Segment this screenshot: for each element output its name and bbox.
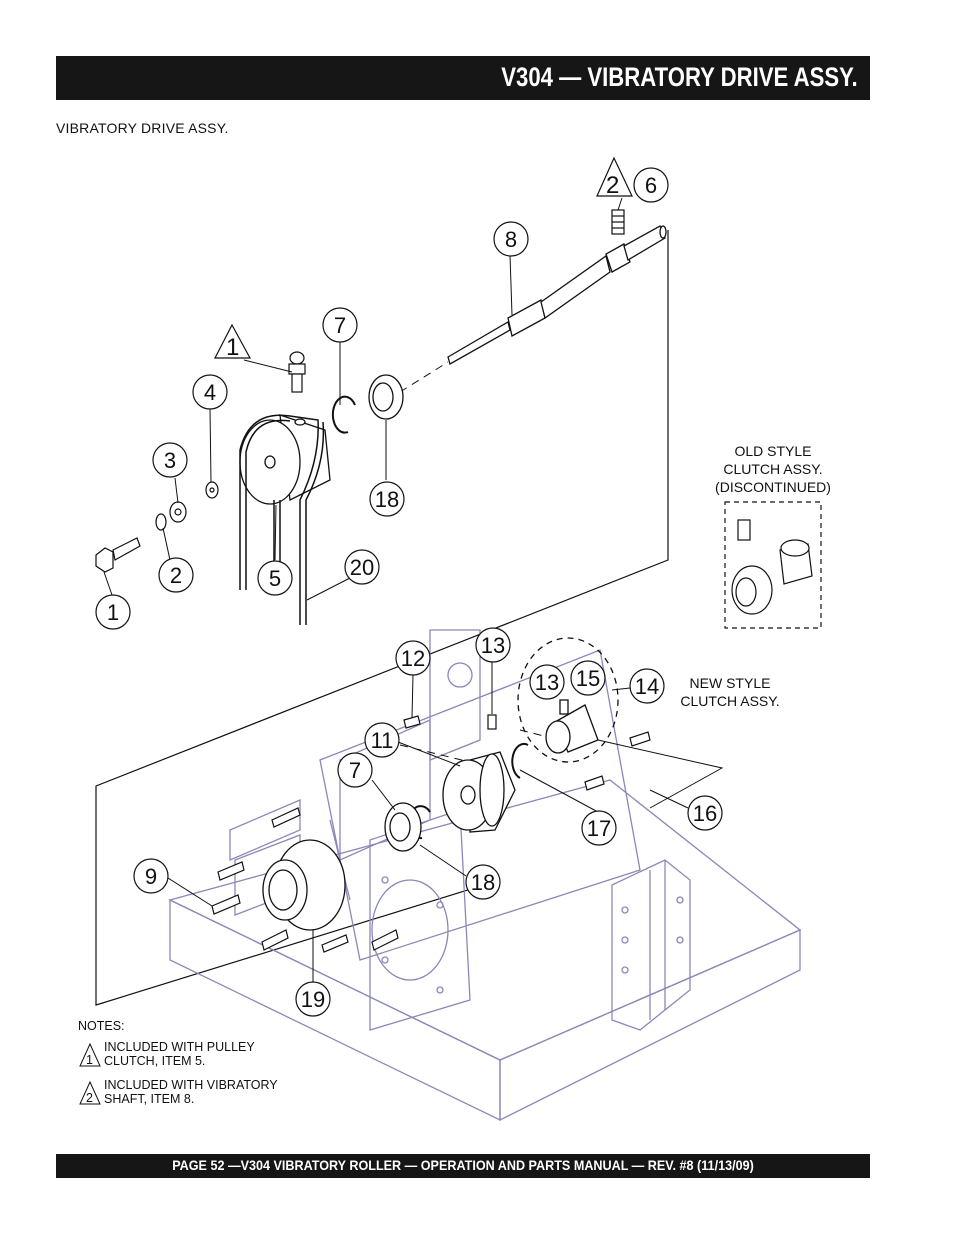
- callout-18-top: 18: [375, 487, 399, 512]
- new-style-line1: NEW STYLE: [690, 675, 771, 691]
- callouts: [95, 167, 723, 1017]
- page-footer-bar: PAGE 52 —V304 VIBRATORY ROLLER — OPERATI…: [56, 1154, 870, 1178]
- bolts-9: [211, 807, 399, 953]
- callout-8: 8: [505, 227, 517, 252]
- machine-frame: [168, 629, 802, 1122]
- flange-bearing-19: [262, 839, 346, 931]
- notes-heading: NOTES:: [78, 1019, 125, 1033]
- callout-17: 17: [587, 816, 611, 841]
- new-style-label: NEW STYLE CLUTCH ASSY.: [680, 675, 779, 709]
- note-1-line2: CLUTCH, ITEM 5.: [104, 1054, 205, 1068]
- note-2-marker: 2: [86, 1091, 93, 1105]
- callout-16: 16: [693, 801, 717, 826]
- vibratory-shaft-8: [447, 225, 667, 365]
- set-screw-6: [611, 209, 625, 235]
- callout-9: 9: [145, 864, 157, 889]
- lock-washer-3: [169, 501, 187, 523]
- old-style-line3: (DISCONTINUED): [715, 479, 831, 495]
- callout-7-lower: 7: [349, 758, 361, 783]
- page-header-bar: V304 — VIBRATORY DRIVE ASSY.: [56, 56, 870, 100]
- callout-11: 11: [371, 728, 394, 753]
- new-style-clutch: [517, 637, 619, 763]
- callout-4: 4: [204, 380, 216, 405]
- grease-fitting: [288, 351, 306, 393]
- triangle-marker-1: 1: [214, 323, 252, 361]
- callout-numbers: 6 8 7 4 3 18 2 1 5 20 12 13 13 15 14 11 …: [107, 173, 717, 1012]
- snap-ring-7-top: [331, 395, 356, 434]
- bearing-18-lower: [384, 802, 422, 852]
- note-1-line1: INCLUDED WITH PULLEY: [104, 1040, 255, 1054]
- washer-4: [205, 481, 219, 499]
- callout-3: 3: [164, 448, 176, 473]
- clutch-hub-11: [442, 751, 516, 833]
- triangle-1-number: 1: [226, 334, 239, 361]
- old-style-line2: CLUTCH ASSY.: [723, 461, 822, 477]
- keys-16: [584, 731, 724, 809]
- callout-20: 20: [350, 555, 374, 580]
- note-1-marker: 1: [86, 1053, 93, 1067]
- page-footer-text: PAGE 52 —V304 VIBRATORY ROLLER — OPERATI…: [172, 1157, 754, 1173]
- notes-block: NOTES: 1 INCLUDED WITH PULLEY CLUTCH, IT…: [78, 1019, 278, 1106]
- note-2-line2: SHAFT, ITEM 8.: [104, 1092, 194, 1106]
- triangle-2-number: 2: [606, 172, 619, 199]
- old-style-line1: OLD STYLE: [734, 443, 811, 459]
- bearing-18-top: [368, 374, 404, 420]
- page-title: V304 — VIBRATORY DRIVE ASSY.: [501, 62, 858, 92]
- triangle-marker-2: 2: [596, 156, 633, 199]
- callout-5: 5: [269, 566, 281, 591]
- callout-13: 13: [481, 633, 505, 658]
- exploded-view-plane: [95, 230, 669, 1006]
- pulley-5: [239, 414, 331, 505]
- bolt-1: [95, 537, 141, 573]
- callout-12: 12: [401, 646, 425, 671]
- set-screw-13: [487, 714, 497, 730]
- flat-washer-2: [155, 513, 167, 531]
- callout-13-new: 13: [535, 670, 559, 695]
- callout-14: 14: [635, 674, 659, 699]
- old-style-clutch-box: [724, 501, 822, 629]
- section-subtitle: VIBRATORY DRIVE ASSY.: [56, 120, 229, 136]
- key-12: [403, 715, 421, 729]
- callout-6: 6: [645, 173, 657, 198]
- callout-15: 15: [576, 666, 600, 691]
- callout-19: 19: [301, 987, 325, 1012]
- leader-lines: [103, 197, 689, 985]
- callout-1: 1: [107, 600, 119, 625]
- new-style-line2: CLUTCH ASSY.: [680, 693, 779, 709]
- old-style-label: OLD STYLE CLUTCH ASSY. (DISCONTINUED): [715, 443, 831, 495]
- note-2-line1: INCLUDED WITH VIBRATORY: [104, 1078, 278, 1092]
- callout-7-top: 7: [334, 313, 346, 338]
- callout-18-lower: 18: [471, 870, 495, 895]
- callout-2: 2: [170, 563, 182, 588]
